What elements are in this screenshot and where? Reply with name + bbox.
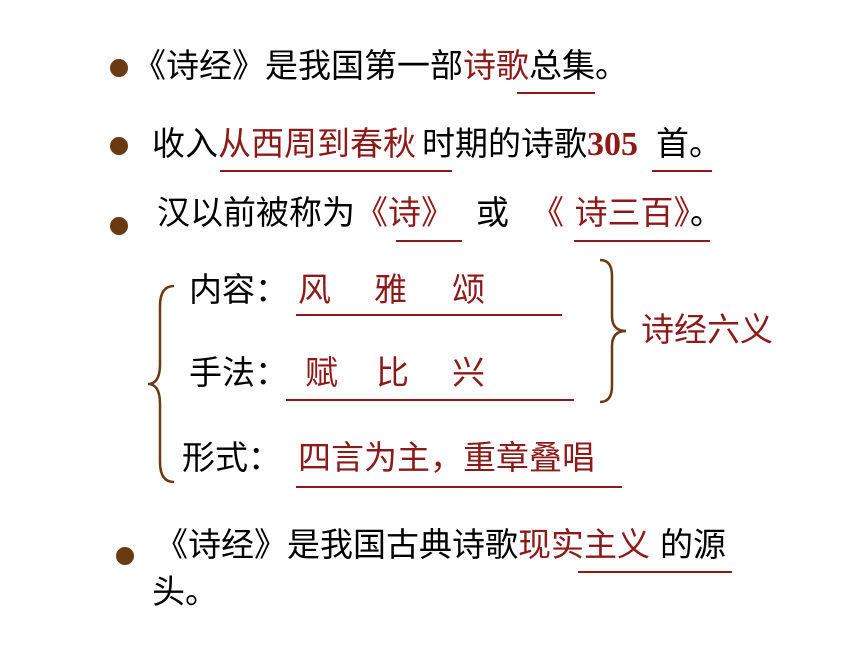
content-value-2: 雅 (374, 270, 407, 309)
six-meanings-label: 诗经六义 (641, 310, 773, 349)
form-underline (296, 486, 622, 488)
line-1-prefix: 《诗经》是我国第一部 (133, 46, 463, 85)
content-value-1: 风 (298, 270, 331, 309)
line-3: 汉以前被称为《诗》或《 诗三百》。 (157, 193, 723, 233)
line-4-underline (578, 571, 732, 573)
technique-label: 手法： (189, 353, 288, 392)
line-1-suffix: 总集。 (529, 46, 628, 85)
line-1-answer: 诗歌 (463, 46, 529, 85)
technique-value-1: 赋 (305, 353, 338, 392)
content-underline (296, 314, 562, 316)
line-1-underline (517, 92, 595, 94)
line-2-underline-2 (652, 170, 712, 172)
line-2-prefix: 收入 (152, 124, 218, 163)
content-label: 内容： (189, 270, 288, 309)
technique-underline (286, 399, 574, 401)
right-brace-icon (599, 258, 627, 404)
line-4-answer: 现实主义 (518, 525, 650, 564)
form-value: 四言为主，重章叠唱 (298, 438, 595, 477)
line-3-prefix: 汉以前被称为 (157, 193, 355, 232)
line-3-underline-1 (396, 240, 462, 242)
line-2-answer: 从西周到春秋 (218, 124, 416, 163)
technique-value-3: 兴 (452, 353, 485, 392)
line-2-middle: 时期的诗歌 (422, 124, 587, 163)
line-4: 《诗经》是我国古典诗歌现实主义的源 (155, 525, 726, 565)
bullet-2 (110, 137, 128, 155)
bullet-4 (116, 547, 134, 565)
form-label: 形式： (182, 438, 281, 477)
technique-value-2: 比 (376, 353, 409, 392)
line-3-answer-1: 《诗》 (355, 193, 454, 232)
line-2-number: 305 (587, 126, 638, 163)
line-4-prefix: 《诗经》是我国古典诗歌 (155, 525, 518, 564)
left-brace-icon (147, 284, 175, 484)
line-2: 收入从西周到春秋时期的诗歌305 首。 (152, 124, 722, 165)
bullet-1 (110, 59, 128, 77)
line-2-underline-1 (220, 170, 452, 172)
line-3-suffix: 。 (690, 193, 723, 232)
content-value-3: 颂 (452, 270, 485, 309)
line-3-underline-2 (574, 240, 710, 242)
line-4-suffix: 的源 (660, 525, 726, 564)
line-2-suffix: 首。 (656, 124, 722, 163)
line-4-wrap: 头。 (152, 572, 218, 611)
line-3-middle: 或 (476, 193, 509, 232)
bullet-3 (110, 217, 128, 235)
line-1: 《诗经》是我国第一部诗歌总集。 (133, 46, 628, 86)
line-3-answer-2: 《 诗三百》 (531, 193, 690, 232)
